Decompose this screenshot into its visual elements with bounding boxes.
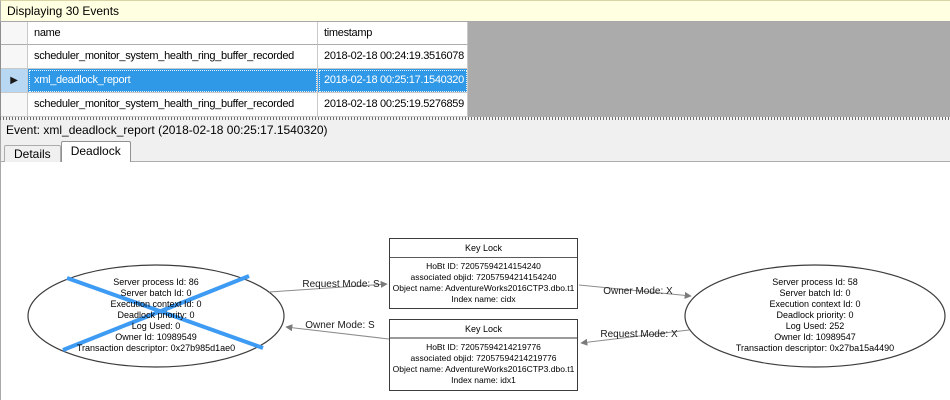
resource-attr: HoBt ID: 72057594214154240	[426, 261, 541, 271]
resource-node-bottom: Key Lock HoBt ID: 72057594214219776 asso…	[389, 319, 578, 391]
row-header-corner	[1, 22, 28, 45]
edge-owner-s-arrow	[285, 324, 390, 340]
edge-request-x-arrow	[580, 329, 690, 346]
event-timestamp-cell[interactable]: 2018-02-18 00:24:19.3516078	[318, 45, 468, 69]
event-timestamp-cell[interactable]: 2018-02-18 00:25:19.5276859	[318, 93, 468, 117]
current-row-marker-icon: ▶	[10, 75, 18, 86]
process-attr: Log Used: 0	[131, 321, 181, 331]
edge-label-request-s: Request Mode: S	[302, 279, 380, 290]
process-attr: Owner Id: 10989547	[774, 332, 856, 342]
edge-owner-x-arrow	[578, 284, 692, 299]
column-header-timestamp[interactable]: timestamp	[318, 22, 468, 45]
event-timestamp-cell[interactable]: 2018-02-18 00:25:17.1540320	[318, 69, 468, 93]
process-attr: Server process Id: 58	[772, 277, 858, 287]
victim-cross-line-icon	[62, 274, 250, 352]
edge-label-request-x: Request Mode: X	[600, 329, 678, 340]
horizontal-splitter[interactable]	[0, 117, 950, 120]
events-grid: name timestamp scheduler_monitor_system_…	[0, 22, 950, 117]
event-name-cell[interactable]: scheduler_monitor_system_health_ring_buf…	[28, 45, 318, 69]
other-process-info: Server process Id: 58 Server batch Id: 0…	[690, 277, 940, 354]
events-grid-header-row: name timestamp	[1, 22, 468, 45]
process-attr: Transaction descriptor: 0x27ba15a4490	[735, 343, 895, 353]
process-attr: Owner Id: 10989549	[115, 332, 197, 342]
process-attr: Deadlock priority: 0	[776, 310, 854, 320]
process-attr: Execution context Id: 0	[769, 299, 861, 309]
process-attr: Server batch Id: 0	[120, 288, 192, 298]
process-attr: Server process Id: 86	[113, 277, 199, 287]
resource-title: Key Lock	[390, 239, 577, 258]
resource-attr: associated objid: 72057594214154240	[410, 272, 557, 282]
victim-process-info: Server process Id: 86 Server batch Id: 0…	[31, 277, 281, 354]
other-process-ellipse	[684, 264, 946, 368]
row-header-cell[interactable]	[1, 45, 28, 69]
event-name-cell[interactable]: xml_deadlock_report	[28, 69, 318, 93]
row-header-cell-selected[interactable]: ▶	[1, 69, 28, 93]
process-attr: Deadlock priority: 0	[117, 310, 195, 320]
resource-node-top: Key Lock HoBt ID: 72057594214154240 asso…	[389, 238, 578, 309]
edge-label-owner-x: Owner Mode: X	[603, 286, 673, 297]
resource-title: Key Lock	[390, 320, 577, 339]
table-row-selected[interactable]: ▶ xml_deadlock_report 2018-02-18 00:25:1…	[1, 69, 468, 93]
resource-attr: Index name: idx1	[451, 375, 516, 385]
process-attr: Log Used: 252	[785, 321, 845, 331]
process-attr: Server batch Id: 0	[779, 288, 851, 298]
tab-details[interactable]: Details	[4, 145, 61, 162]
row-header-cell[interactable]	[1, 93, 28, 117]
victim-process-ellipse	[27, 264, 285, 368]
resource-attr: Object name: AdventureWorks2016CTP3.dbo.…	[392, 364, 575, 374]
edge-label-owner-s: Owner Mode: S	[305, 320, 375, 331]
table-row[interactable]: scheduler_monitor_system_health_ring_buf…	[1, 93, 468, 117]
event-detail-pane: Event: xml_deadlock_report (2018-02-18 0…	[0, 120, 950, 400]
events-count-bar: Displaying 30 Events	[0, 0, 950, 22]
column-header-name[interactable]: name	[28, 22, 318, 45]
tab-strip-baseline	[1, 161, 950, 162]
deadlock-graph: Server process Id: 86 Server batch Id: 0…	[1, 162, 950, 400]
deadlock-graph-canvas	[27, 264, 946, 368]
event-caption: Event: xml_deadlock_report (2018-02-18 0…	[6, 123, 328, 137]
tab-deadlock[interactable]: Deadlock	[60, 141, 131, 162]
resource-attr: Object name: AdventureWorks2016CTP3.dbo.…	[392, 283, 575, 293]
resource-attr: associated objid: 72057594214219776	[410, 353, 557, 363]
table-row[interactable]: scheduler_monitor_system_health_ring_buf…	[1, 45, 468, 69]
resource-attr: Index name: cidx	[451, 294, 516, 304]
victim-cross-line-icon	[66, 276, 264, 350]
process-attr: Transaction descriptor: 0x27b985d1ae0	[76, 343, 236, 353]
event-name-cell[interactable]: scheduler_monitor_system_health_ring_buf…	[28, 93, 318, 117]
resource-attr: HoBt ID: 72057594214219776	[426, 342, 541, 352]
edge-request-s-arrow	[268, 280, 388, 293]
process-attr: Execution context Id: 0	[110, 299, 202, 309]
